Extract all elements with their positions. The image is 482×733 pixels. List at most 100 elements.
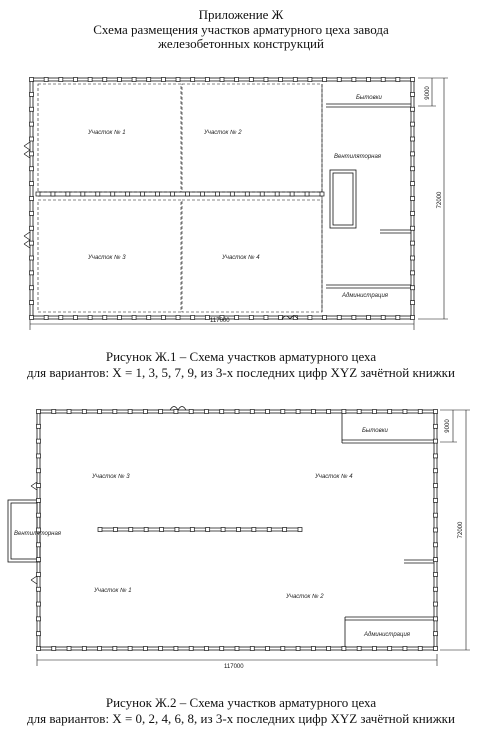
f2-column: [66, 646, 72, 651]
f1-column: [410, 240, 415, 246]
f2-column: [433, 438, 438, 444]
f1-column: [304, 191, 310, 197]
f1-column: [190, 77, 196, 82]
f2-column: [433, 512, 438, 518]
f2-column: [433, 527, 438, 533]
f2-column: [36, 542, 41, 548]
f2-column: [356, 646, 362, 651]
f1-column: [29, 106, 34, 112]
f1-area2-label: Участок № 2: [203, 129, 242, 136]
f2-column: [127, 646, 133, 651]
f1-column: [366, 77, 371, 82]
f1-column: [336, 315, 342, 320]
figure1-caption-line1: Рисунок Ж.1 – Схема участков арматурного…: [105, 349, 377, 364]
f1-vent-label: Вентиляторная: [334, 154, 382, 160]
f2-column: [295, 646, 301, 651]
f1-column: [43, 315, 49, 320]
f1-column: [410, 285, 415, 291]
f1-column: [29, 211, 34, 216]
f1-column: [380, 315, 386, 320]
f2-column: [127, 409, 133, 414]
f1-column: [395, 77, 401, 82]
f2-column: [356, 409, 362, 414]
f2-column: [36, 527, 41, 533]
f1-column: [117, 315, 122, 320]
f2-column: [36, 557, 41, 562]
scheme-title-line2: железобетонных конструкций: [158, 36, 324, 51]
f1-column: [58, 77, 64, 82]
f2-column: [249, 409, 255, 414]
f1-column: [58, 315, 64, 320]
f2-column: [143, 527, 149, 532]
f1-column: [234, 315, 240, 320]
f2-column: [433, 409, 438, 414]
f1-column: [175, 315, 181, 320]
f1-area3-label: Участок № 3: [87, 254, 126, 261]
f1-column: [185, 191, 190, 197]
f2-length-dim: 117000: [224, 664, 244, 670]
f1-column: [410, 121, 415, 127]
f2-column: [402, 409, 408, 414]
f2-column: [341, 646, 347, 651]
f1-column: [292, 77, 298, 82]
figure2-caption-line1: Рисунок Ж.2 – Схема участков арматурного…: [105, 695, 377, 710]
f2-column: [265, 409, 270, 414]
f1-column: [131, 315, 137, 320]
f1-column: [351, 77, 357, 82]
f2-column: [417, 409, 423, 414]
f2-column: [295, 409, 301, 414]
f2-column: [280, 409, 286, 414]
f1-column: [263, 77, 269, 82]
f1-adm-label: Администрация: [341, 293, 389, 299]
f2-column: [204, 409, 209, 414]
f2-bay-dim: 9000: [445, 419, 451, 433]
f1-column: [410, 315, 415, 320]
f2-column: [158, 409, 164, 414]
f2-column: [36, 438, 41, 444]
f1-column: [410, 270, 415, 276]
f1-column: [322, 77, 327, 82]
f2-column: [97, 527, 103, 532]
f2-column: [433, 542, 438, 548]
f1-column: [29, 315, 34, 320]
f1-column: [29, 92, 34, 97]
f1-column: [410, 77, 415, 82]
f1-area1-label: Участок № 1: [87, 129, 126, 136]
f1-bay-dim: 9000: [425, 86, 431, 100]
f2-column: [326, 409, 331, 414]
scheme-title-line1: Схема размещения участков арматурного це…: [93, 22, 389, 37]
figure1-caption-line2: для вариантов: X = 1, 3, 5, 7, 9, из 3-х…: [27, 365, 455, 380]
f1-column: [410, 92, 415, 97]
f1-column: [110, 191, 116, 197]
f2-column: [234, 409, 240, 414]
f1-column: [29, 270, 34, 276]
f2-column: [310, 409, 316, 414]
f2-column: [51, 409, 57, 414]
f1-column: [215, 191, 220, 197]
f2-column: [265, 646, 270, 651]
f2-column: [433, 498, 438, 503]
f2-column: [220, 527, 226, 532]
f1-column: [29, 285, 34, 291]
f1-column: [161, 77, 166, 82]
f1-column: [410, 225, 415, 231]
f1-column: [125, 191, 131, 197]
f1-column: [87, 315, 93, 320]
f1-column: [73, 315, 78, 320]
f2-column: [402, 646, 408, 651]
f1-column: [29, 166, 34, 172]
f1-column: [410, 211, 415, 216]
f2-column: [280, 646, 286, 651]
f1-column: [80, 191, 86, 197]
f2-column: [113, 527, 118, 532]
f1-byt-label: Бытовки: [356, 95, 383, 101]
f1-column: [219, 77, 225, 82]
f1-column: [95, 191, 101, 197]
f1-column: [410, 106, 415, 112]
f2-column: [251, 527, 257, 532]
f1-column: [410, 255, 415, 261]
f1-column: [395, 315, 401, 320]
f1-column: [29, 181, 34, 186]
f1-column: [29, 255, 34, 261]
f1-column: [65, 191, 71, 197]
